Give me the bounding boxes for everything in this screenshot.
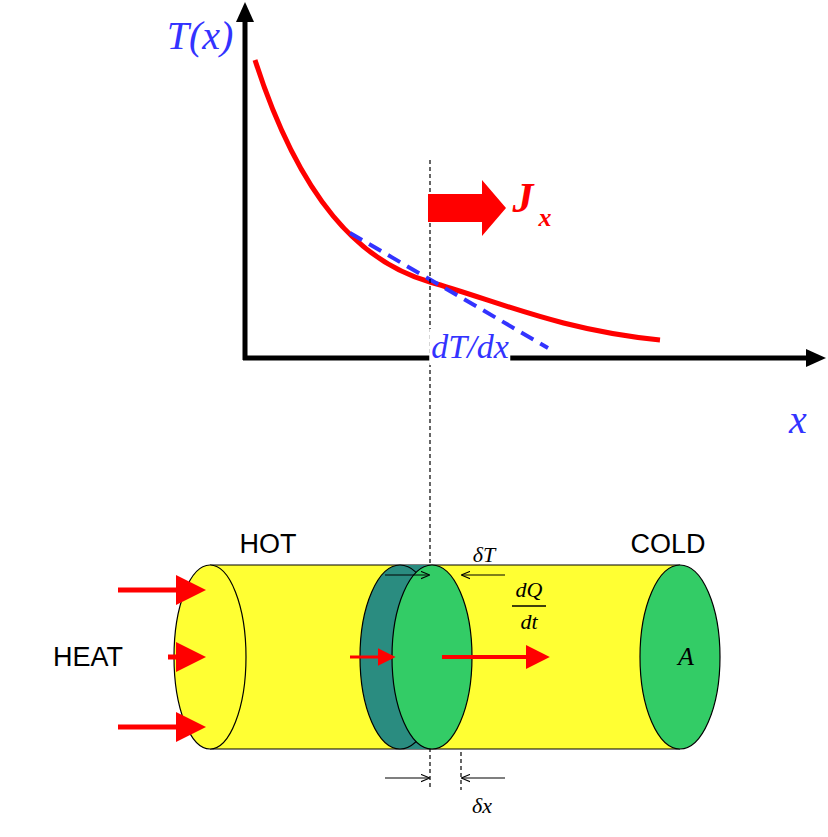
flux-subscript: x: [537, 204, 554, 232]
end-label: HOT: [238, 530, 299, 559]
temperature-curve: [255, 60, 660, 340]
rate-denominator: dt: [518, 610, 539, 634]
flux-arrow: [428, 180, 506, 236]
fraction-bar: [512, 605, 546, 607]
area-label: A: [676, 643, 696, 671]
heat-label: HEAT: [51, 643, 125, 672]
rate-numerator: dQ: [514, 578, 545, 602]
axis-label: x: [787, 399, 809, 441]
dimension-label: δT: [471, 543, 497, 567]
rod-cylinder: [174, 565, 720, 749]
flux-symbol: J: [511, 176, 536, 220]
axis-title: T(x): [165, 15, 236, 57]
axes: [236, 2, 826, 367]
gradient-label: dT/dx: [429, 329, 510, 365]
dimension-label: δx: [470, 794, 494, 818]
heat-arrows: [118, 590, 545, 727]
dimension-arrows: [385, 575, 505, 778]
end-label: COLD: [628, 530, 707, 559]
